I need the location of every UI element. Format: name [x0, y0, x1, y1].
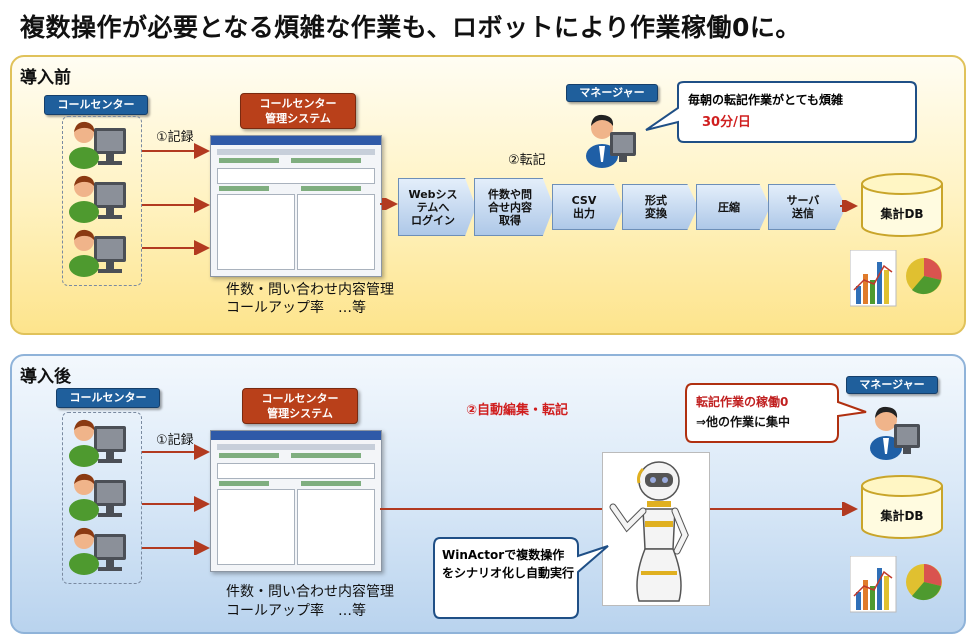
before-operators-group — [62, 116, 142, 286]
before-to-db-arrow — [840, 200, 858, 212]
robot-callout-text: WinActorで複数操作をシナリオ化し自動実行 — [442, 548, 575, 580]
robot-icon — [609, 461, 689, 602]
before-caption-line1: 件数・問い合わせ内容管理 — [226, 282, 394, 298]
after-record-arrows — [142, 444, 210, 555]
before-manager-chip: マネージャー — [566, 84, 658, 102]
after-section-label: 導入後 — [20, 367, 71, 387]
before-transfer-label: ②転記 — [508, 153, 546, 168]
before-caption-line2: コールアップ率 …等 — [226, 300, 366, 316]
after-callout-line2: ⇒他の作業に集中 — [696, 415, 791, 429]
before-manager-icon — [586, 114, 636, 168]
after-callout-line1: 転記作業の稼働0 — [696, 395, 789, 409]
process-step-login: Webシス テムへ ログイン — [398, 178, 476, 236]
before-db-label: 集計DB — [880, 207, 924, 221]
before-callout-line2: 30分/日 — [702, 115, 751, 130]
after-chart-icons — [850, 556, 942, 613]
after-callout-shape — [685, 383, 867, 443]
after-database-icon — [861, 475, 943, 539]
after-manager-icon — [870, 406, 920, 460]
robot-callout-shape — [433, 537, 609, 619]
after-operators-group — [62, 412, 142, 584]
before-call-center-chip: コールセンター — [44, 95, 148, 115]
before-database-icon — [861, 173, 943, 237]
after-caption-line1: 件数・問い合わせ内容管理 — [226, 584, 394, 600]
process-step-csv: CSV 出力 — [552, 184, 624, 230]
after-auto-label: ②自動編集・転記 — [466, 403, 569, 418]
after-system-screenshot — [210, 430, 382, 572]
process-step-compress: 圧縮 — [696, 184, 770, 230]
process-step-fetch: 件数や問 合せ内容 取得 — [474, 178, 554, 236]
before-chart-icons — [850, 250, 942, 307]
after-system-chip: コールセンター 管理システム — [242, 388, 358, 424]
before-record-arrows — [142, 143, 210, 255]
before-operators-icon — [69, 121, 126, 277]
page-title: 複数操作が必要となる煩雑な作業も、ロボットにより作業稼働0に。 — [20, 13, 801, 42]
before-callout-line1: 毎朝の転記作業がとても煩雑 — [688, 93, 844, 107]
before-record-label: ①記録 — [156, 130, 194, 145]
robot-image — [602, 452, 710, 606]
after-caption-line2: コールアップ率 …等 — [226, 603, 366, 619]
after-call-center-chip: コールセンター — [56, 388, 160, 408]
before-callout-shape — [645, 81, 917, 143]
before-system-screenshot — [210, 135, 382, 277]
before-system-chip: コールセンター 管理システム — [240, 93, 356, 129]
after-db-label: 集計DB — [880, 509, 924, 523]
process-step-convert: 形式 変換 — [622, 184, 698, 230]
before-to-process-arrow — [380, 198, 398, 210]
after-operators-icon — [69, 419, 126, 575]
after-manager-chip: マネージャー — [846, 376, 938, 394]
process-step-upload: サーバ 送信 — [768, 184, 846, 230]
after-record-label: ①記録 — [156, 433, 194, 448]
before-section-label: 導入前 — [20, 68, 71, 88]
